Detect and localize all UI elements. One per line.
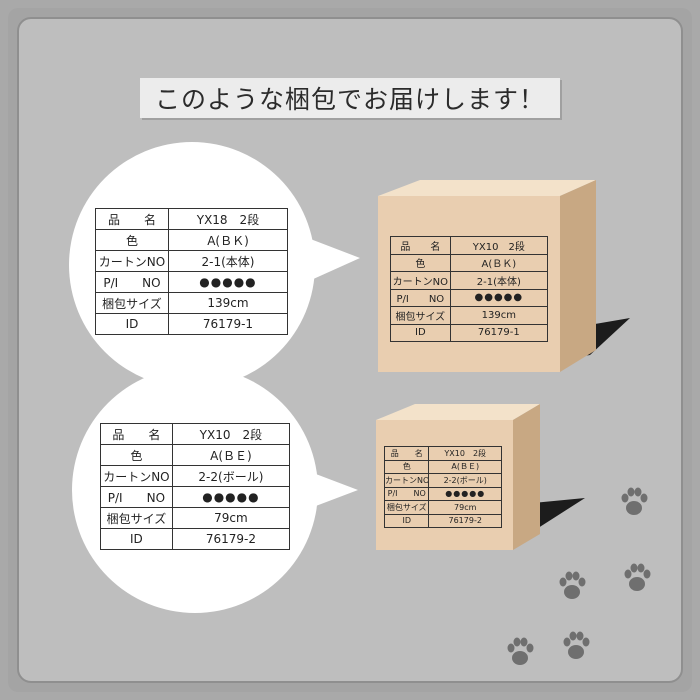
label-key: カートンNO	[383, 473, 430, 488]
label-value: 2-1(本体)	[449, 271, 549, 290]
label-value: YX10 2段	[449, 236, 549, 255]
label-row: P/I NO●●●●●	[383, 486, 502, 501]
label-key: P/I NO	[100, 486, 173, 508]
label-value: YX10 2段	[428, 446, 502, 461]
label-key: ID	[383, 513, 430, 528]
paw-print-icon	[624, 563, 651, 591]
label-key: 梱包サイズ	[100, 507, 173, 529]
label-key: P/I NO	[390, 288, 451, 307]
label-key: ID	[95, 313, 169, 335]
label-value: 76179-2	[428, 513, 502, 528]
label-key: 色	[383, 459, 430, 474]
paw-print-icon	[507, 637, 534, 665]
label-value: YX10 2段	[171, 423, 291, 445]
label-value: ●●●●●	[167, 271, 289, 293]
label-value: A(ＢＥ)	[171, 444, 291, 466]
label-value: 79cm	[428, 500, 502, 515]
label-value: 2-1(本体)	[167, 250, 289, 272]
label-value: 2-2(ボール)	[171, 465, 291, 487]
label-key: 品 名	[383, 446, 430, 461]
label-key: カートンNO	[100, 465, 173, 487]
paw-print-icon	[559, 571, 586, 599]
label-key: カートンNO	[95, 250, 169, 272]
label-key: 梱包サイズ	[390, 306, 451, 325]
label-key: 色	[95, 229, 169, 251]
label-value: 76179-2	[171, 528, 291, 550]
label-key: 品 名	[100, 423, 173, 445]
label-value: A(ＢＫ)	[167, 229, 289, 251]
label-key: ID	[390, 323, 451, 342]
label-key: 色	[390, 253, 451, 272]
page-title: このような梱包でお届けします！	[140, 78, 560, 118]
label-value: A(ＢＥ)	[428, 459, 502, 474]
label-value: ●●●●●	[428, 486, 502, 501]
label-row: P/I NO●●●●●	[390, 288, 549, 307]
label-key: P/I NO	[95, 271, 169, 293]
label-key: P/I NO	[383, 486, 430, 501]
label-value: ●●●●●	[449, 288, 549, 307]
label-value: ●●●●●	[171, 486, 291, 508]
label-value: 76179-1	[449, 323, 549, 342]
label-key: 色	[100, 444, 173, 466]
label-value: 79cm	[171, 507, 291, 529]
label-value: A(ＢＫ)	[449, 253, 549, 272]
label-key: 品 名	[95, 208, 169, 230]
paw-print-icon	[563, 631, 590, 659]
paw-print-icon	[621, 487, 648, 515]
label-value: 2-2(ボール)	[428, 473, 502, 488]
label-value: 76179-1	[167, 313, 289, 335]
label-key: 梱包サイズ	[383, 500, 430, 515]
label-value: 139cm	[167, 292, 289, 314]
label-key: 梱包サイズ	[95, 292, 169, 314]
label-key: カートンNO	[390, 271, 451, 290]
label-value: YX18 2段	[167, 208, 289, 230]
label-key: ID	[100, 528, 173, 550]
label-key: 品 名	[390, 236, 451, 255]
label-row: P/I NO●●●●●	[100, 486, 291, 508]
label-row: P/I NO●●●●●	[95, 271, 289, 293]
label-value: 139cm	[449, 306, 549, 325]
